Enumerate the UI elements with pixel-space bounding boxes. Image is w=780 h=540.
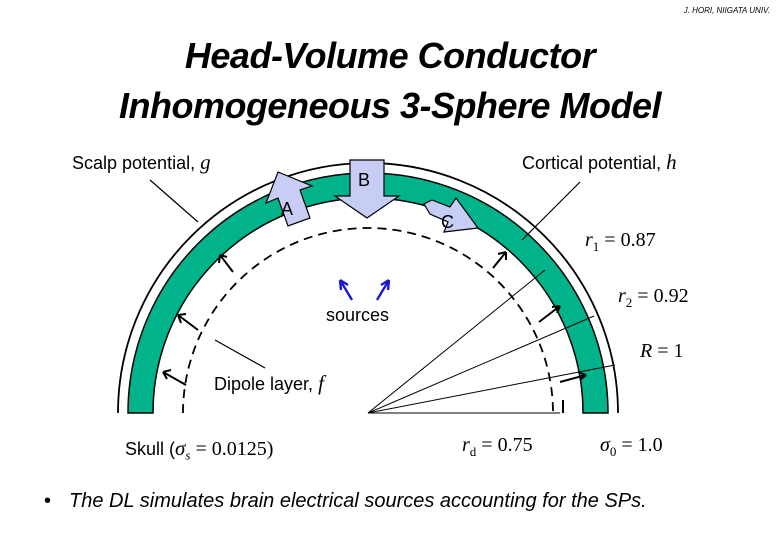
arrow-a-label: A	[281, 199, 294, 219]
radius-line-r2	[367, 315, 595, 414]
cortex-band	[127, 172, 609, 414]
radius-line-r1	[367, 269, 546, 414]
dipole-layer-label: Dipole layer, f	[214, 371, 324, 395]
dipole-leader-line	[214, 339, 266, 369]
R-label: R = 1	[640, 340, 684, 362]
bullet-text: The DL simulates brain electrical source…	[69, 490, 647, 512]
cortical-leader-line	[521, 181, 581, 241]
rd-label: rd = 0.75	[462, 434, 533, 459]
title-line-1: Head-Volume Conductor	[184, 35, 596, 76]
scalp-potential-label: Scalp potential, g	[72, 150, 211, 174]
arrow-a-shape	[264, 171, 314, 227]
dipole-layer-arc	[182, 227, 554, 414]
sources-label: sources	[326, 305, 390, 325]
source-arrows	[338, 278, 391, 301]
bullet-symbol: •	[44, 490, 52, 512]
radius-line-R	[367, 364, 616, 414]
scalp-leader-line	[149, 179, 199, 223]
arrow-b-label: B	[358, 170, 371, 190]
skull-label: Skull (σs = 0.0125)	[125, 436, 274, 463]
r1-label: r1 = 0.87	[585, 229, 656, 254]
arrow-b-shape	[333, 159, 401, 219]
title-line-2: Inhomogeneous 3-Sphere Model	[118, 85, 662, 126]
r2-label: r2 = 0.92	[618, 285, 689, 310]
sigma0-label: σ0 = 1.0	[600, 434, 663, 459]
arrow-c-label: C	[441, 212, 454, 232]
arrow-c-shape	[423, 196, 480, 233]
dipole-arrows	[162, 251, 587, 413]
credit-text: J. HORI, NIIGATA UNIV.	[683, 6, 770, 15]
bullet-point: • The DL simulates brain electrical sourc…	[44, 490, 647, 513]
cortical-potential-label: Cortical potential, h	[522, 150, 677, 174]
